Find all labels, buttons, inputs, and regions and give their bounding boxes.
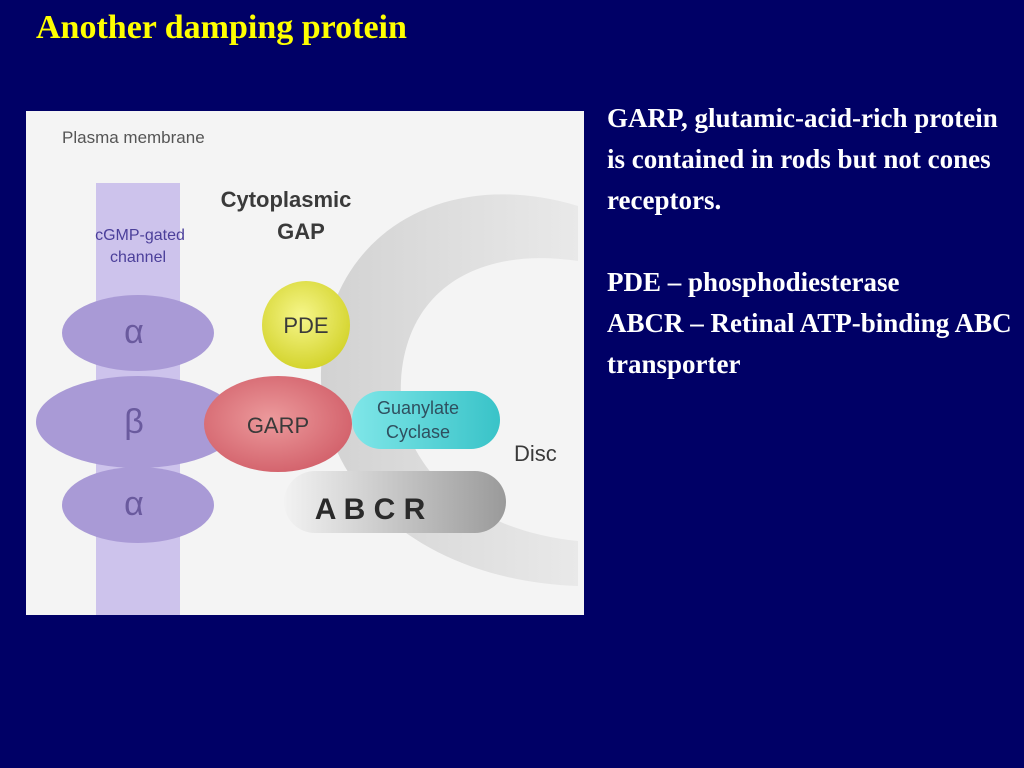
- notes-text: GARP, glutamic-acid-rich protein is cont…: [607, 98, 1017, 385]
- abcr-protein: [284, 471, 506, 533]
- channel-subunit-label: α: [124, 313, 144, 351]
- garp-diagram: α β α Plasma membrane cGMP-gated channel…: [26, 111, 584, 615]
- pde-label: PDE: [283, 313, 328, 338]
- disc-label: Disc: [514, 441, 557, 466]
- channel-subunit-label: β: [124, 403, 144, 441]
- channel-subunit-label: α: [124, 485, 144, 523]
- channel-subunit-alpha-top: [62, 295, 214, 371]
- guanylate-cyclase-protein: [352, 391, 500, 449]
- pde-protein: [262, 281, 350, 369]
- channel-subunit-alpha-bottom: [62, 467, 214, 543]
- channel-label: channel: [110, 249, 166, 266]
- pde-definition: PDE – phosphodiesterase: [607, 267, 900, 297]
- garp-protein: [204, 376, 352, 472]
- cytoplasmic-gap-label: GAP: [277, 219, 325, 244]
- diagram-svg: α β α Plasma membrane cGMP-gated channel…: [36, 128, 578, 615]
- cytoplasmic-gap-label: Cytoplasmic: [221, 187, 352, 212]
- abcr-definition: ABCR – Retinal ATP-binding ABC transport…: [607, 308, 1012, 379]
- abcr-label: A B C R: [315, 493, 426, 526]
- slide-title: Another damping protein: [36, 9, 407, 46]
- plasma-membrane-label: Plasma membrane: [62, 128, 205, 147]
- channel-label: cGMP-gated: [95, 227, 185, 244]
- guanylate-cyclase-label: Guanylate: [377, 398, 459, 418]
- channel-subunit-beta: [36, 376, 240, 468]
- garp-description: GARP, glutamic-acid-rich protein is cont…: [607, 103, 998, 215]
- guanylate-cyclase-label: Cyclase: [386, 422, 450, 442]
- paragraph-gap: [607, 221, 1017, 262]
- garp-label: GARP: [247, 413, 309, 438]
